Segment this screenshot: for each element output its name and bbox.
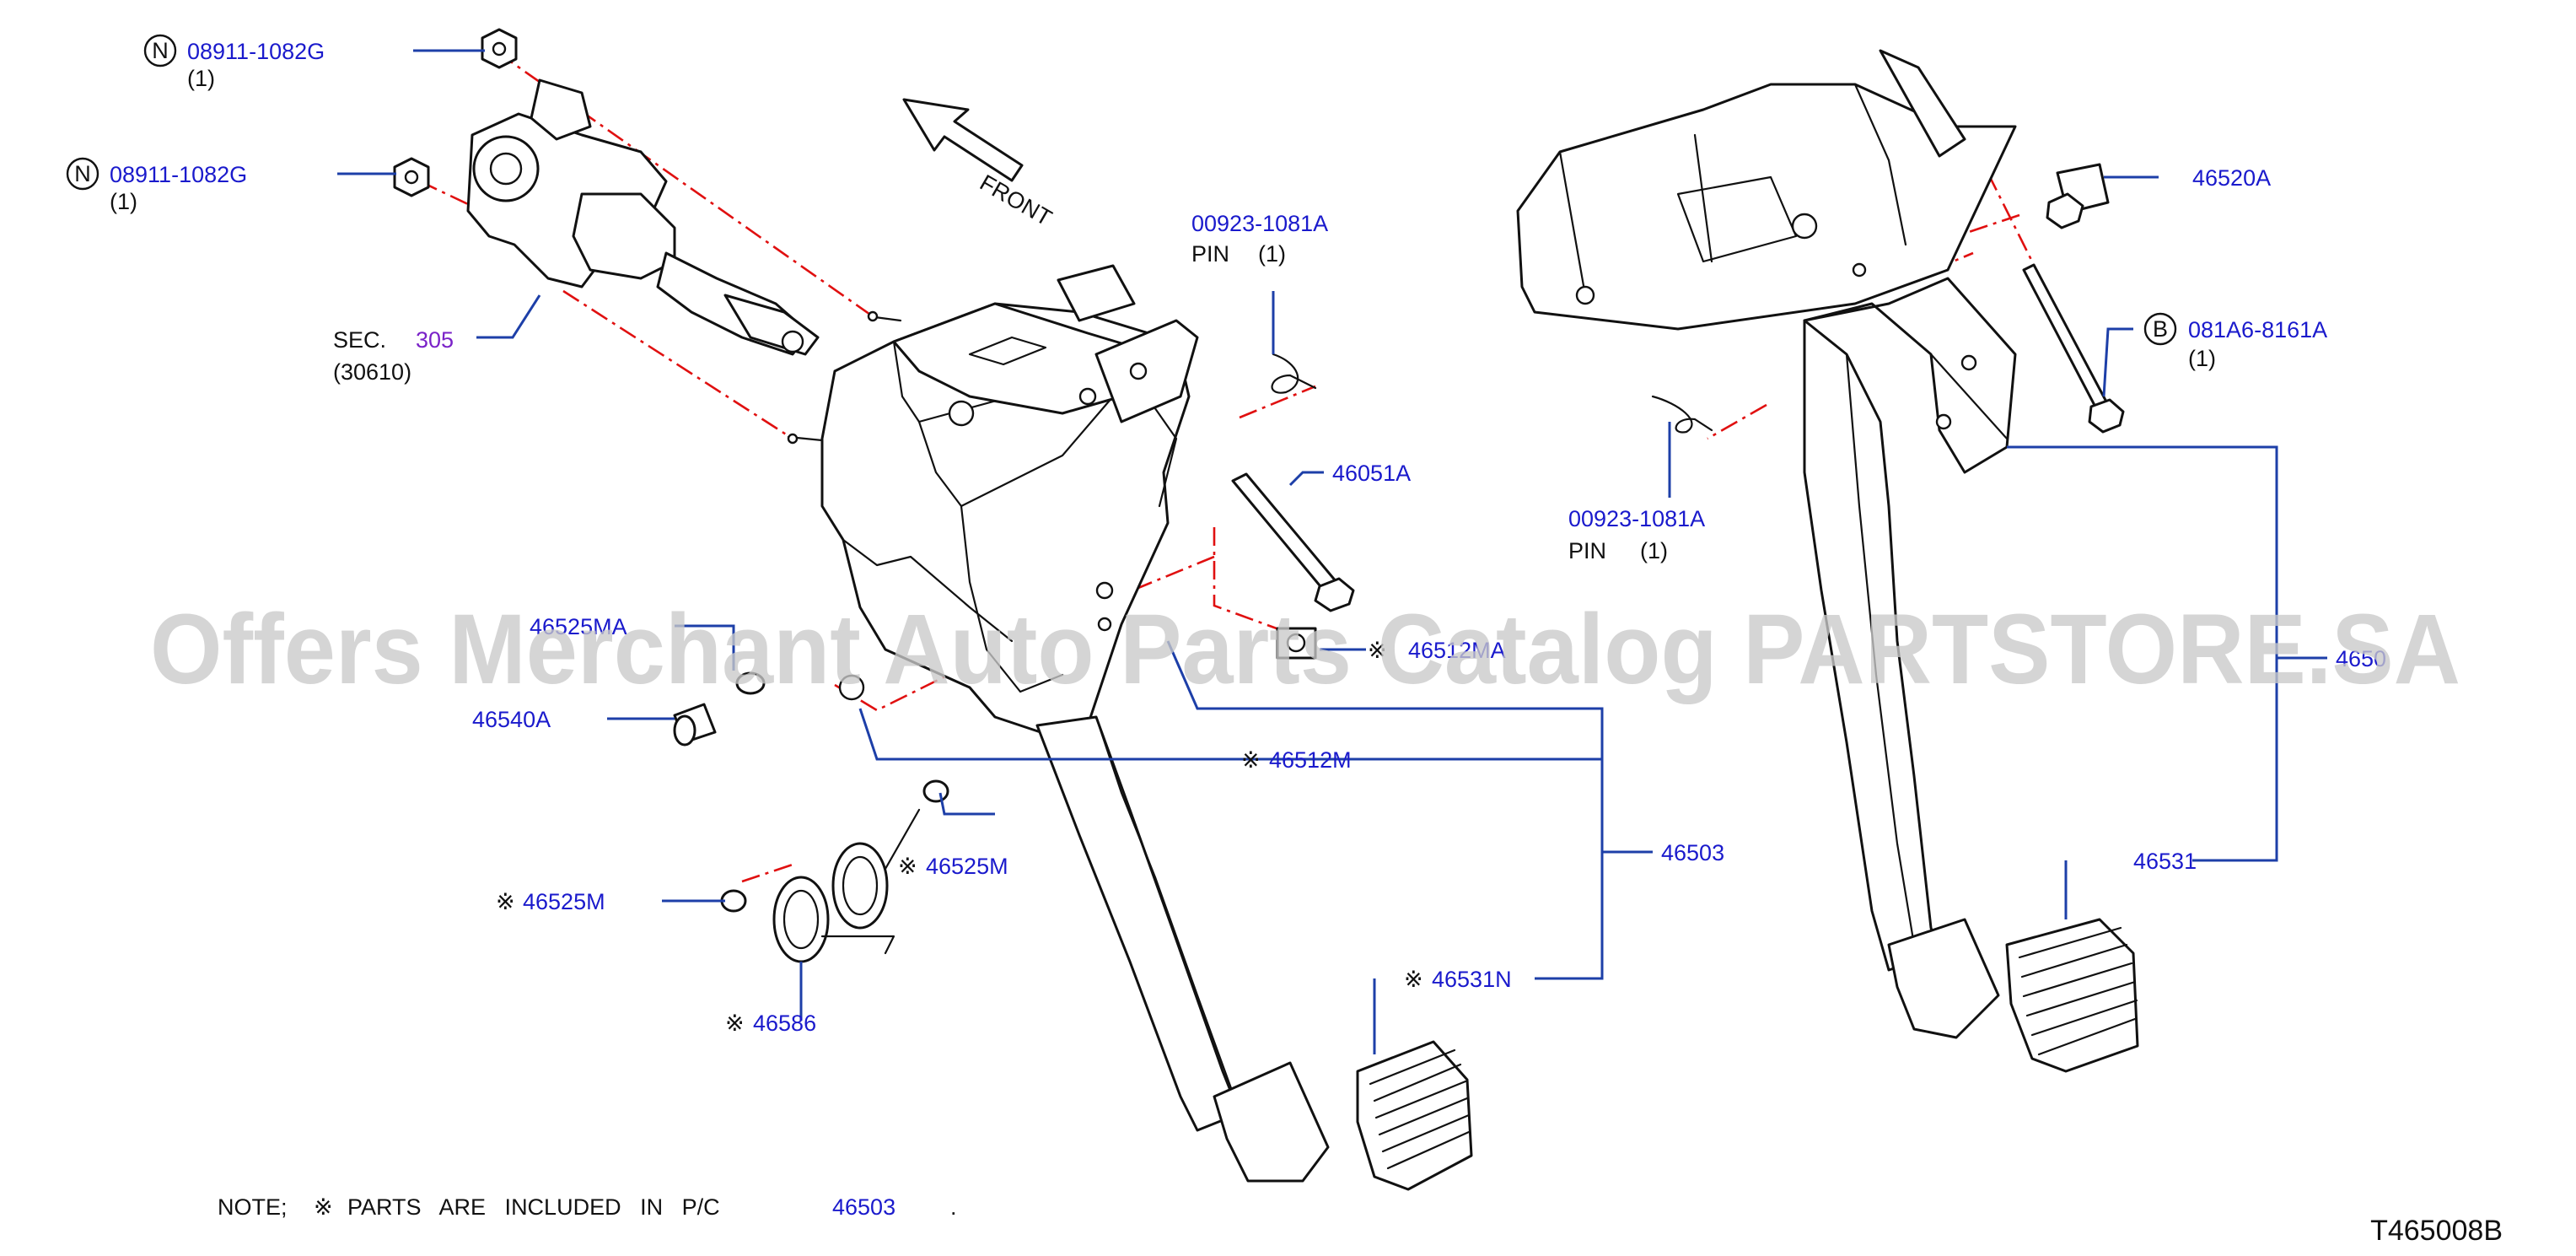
svg-text:N: N bbox=[74, 161, 91, 186]
qty-pin-right: (1) bbox=[1640, 538, 1668, 563]
nut-top bbox=[481, 28, 518, 69]
label-46531N: 46531N bbox=[1432, 967, 1512, 992]
mark-46586: ※ bbox=[725, 1011, 745, 1036]
label-46503: 46503 bbox=[1661, 840, 1724, 865]
bolt-081A6-8161A bbox=[2022, 263, 2125, 434]
label-46531: 46531 bbox=[2133, 849, 2197, 874]
diagram-code: T465008B bbox=[2370, 1215, 2503, 1247]
label-sec-prefix: SEC. bbox=[333, 327, 386, 353]
bolt-46051A bbox=[1231, 472, 1355, 612]
label-00923-1081A-left: 00923-1081A bbox=[1191, 211, 1328, 236]
bushing-46512MA-part bbox=[1276, 627, 1317, 660]
qty-081A6-8161A: (1) bbox=[2188, 346, 2216, 371]
label-081A6-8161A: 081A6-8161A bbox=[2188, 317, 2327, 342]
clutch-master-cylinder bbox=[466, 78, 820, 356]
pin-clip-right bbox=[1651, 395, 1713, 434]
bolt-46520A bbox=[2046, 163, 2110, 229]
mark-46525M-right: ※ bbox=[898, 854, 917, 879]
pedal-pad-46531N bbox=[1356, 1040, 1473, 1191]
label-46540A: 46540A bbox=[472, 707, 551, 732]
svg-text:N: N bbox=[152, 38, 169, 63]
label-46525M-right: 46525M bbox=[926, 854, 1008, 879]
note-prefix: NOTE; bbox=[218, 1194, 288, 1220]
label-46512M: 46512M bbox=[1269, 747, 1352, 773]
mark-46525M-left: ※ bbox=[496, 889, 515, 914]
note-end: . bbox=[950, 1194, 957, 1220]
label-4650: 4650 bbox=[2336, 646, 2386, 671]
return-spring-46586 bbox=[772, 808, 921, 963]
label-46512MA: 46512MA bbox=[1408, 638, 1506, 663]
front-label: FRONT bbox=[976, 170, 1057, 230]
badge-N-mid: N bbox=[66, 157, 99, 191]
brake-pedal-assembly bbox=[1516, 49, 2017, 1039]
callout-lines bbox=[337, 49, 2327, 1054]
note-mark: ※ bbox=[314, 1194, 333, 1220]
mark-46512MA: ※ bbox=[1368, 638, 1387, 663]
parts-note: NOTE; ※ PARTS ARE INCLUDED IN P/C 46503 … bbox=[218, 1194, 957, 1220]
qty-08911-1082G-top: (1) bbox=[187, 66, 215, 91]
nut-mid bbox=[393, 157, 430, 197]
note-ref[interactable]: 46503 bbox=[832, 1194, 895, 1220]
desc-pin-right: PIN bbox=[1568, 538, 1606, 563]
pedal-pad-46531 bbox=[2005, 918, 2139, 1073]
label-46051A: 46051A bbox=[1332, 461, 1411, 486]
qty-pin-left: (1) bbox=[1258, 241, 1286, 267]
badge-B: B bbox=[2143, 312, 2177, 346]
mark-46531N: ※ bbox=[1404, 967, 1423, 992]
label-46586: 46586 bbox=[753, 1011, 816, 1036]
bushing-46525M-right-part bbox=[922, 779, 949, 803]
label-00923-1081A-right: 00923-1081A bbox=[1568, 506, 1705, 531]
bushing-46525MA-part bbox=[735, 671, 766, 695]
desc-pin-left: PIN bbox=[1191, 241, 1229, 267]
pin-clip-left bbox=[1271, 353, 1317, 394]
mark-46512M: ※ bbox=[1241, 747, 1261, 773]
label-08911-1082G-mid: 08911-1082G bbox=[110, 162, 247, 187]
label-46525MA: 46525MA bbox=[530, 614, 627, 639]
qty-08911-1082G-mid: (1) bbox=[110, 189, 137, 214]
bushing-46525M-left-part bbox=[720, 889, 747, 913]
label-46525M-left: 46525M bbox=[523, 889, 605, 914]
clutch-pedal-assembly bbox=[787, 264, 1330, 1183]
label-08911-1082G-top: 08911-1082G bbox=[187, 39, 325, 64]
label-sec-sub: (30610) bbox=[333, 359, 411, 385]
svg-text:B: B bbox=[2153, 316, 2168, 342]
note-text: PARTS ARE INCLUDED IN P/C bbox=[347, 1194, 720, 1220]
watermark: Offers Merchant Auto Parts Catalog PARTS… bbox=[150, 594, 2460, 705]
front-arrow bbox=[902, 98, 1024, 182]
label-46520A: 46520A bbox=[2192, 165, 2271, 191]
pin-46540A bbox=[673, 703, 717, 747]
badge-N-top: N bbox=[143, 34, 177, 67]
label-sec-ref[interactable]: 305 bbox=[416, 327, 454, 353]
